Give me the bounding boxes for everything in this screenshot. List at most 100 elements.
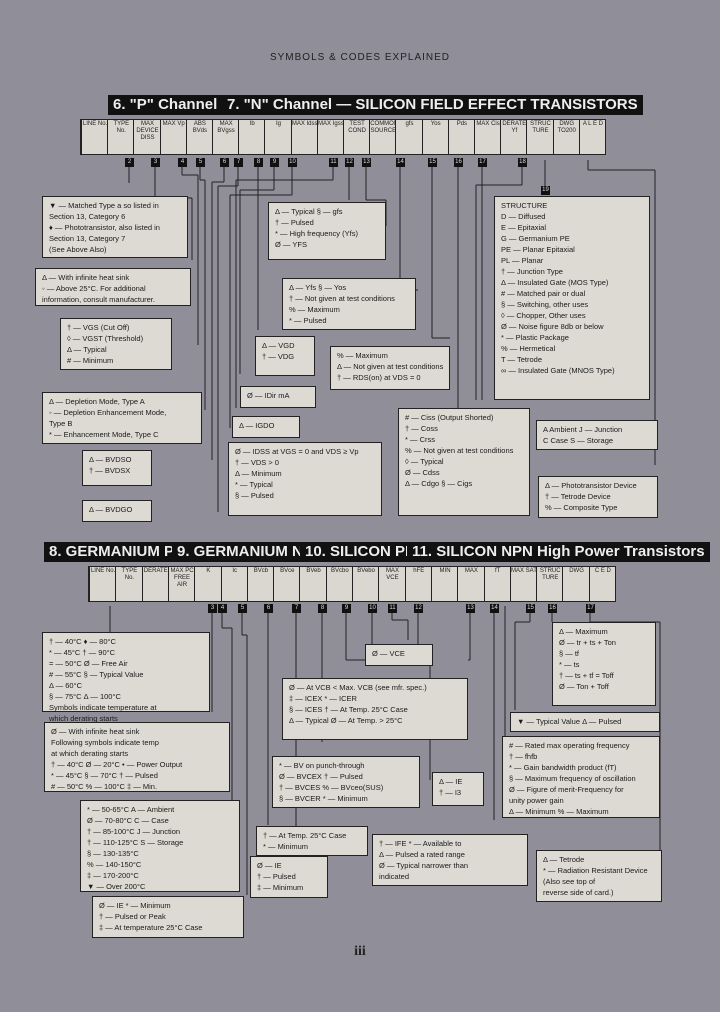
- column-header: MAX BVgss: [212, 120, 239, 154]
- note-line: † — VDG: [262, 352, 295, 361]
- col-number-badge: 19: [541, 186, 550, 195]
- note-line: † — Junction Type: [501, 267, 563, 276]
- note-line: Ø — With infinite heat sink: [51, 727, 140, 736]
- column-header: fT: [483, 567, 511, 601]
- note-line: # — 50°C % — 100°C ‡ — Min.: [51, 782, 158, 791]
- note-line: Δ — Phototransistor Device: [545, 481, 637, 490]
- note-box-icbo: Ø — At VCB < Max. VCB (see mfr. spec.)‡ …: [282, 678, 468, 740]
- note-box-vgs: † — VGS (Cut Off)◊ — VGST (Threshold)Δ —…: [60, 318, 172, 370]
- note-line: † — ts + tf = Toff: [559, 671, 614, 680]
- note-line: Δ — 60°C: [49, 681, 83, 690]
- note-line: Ø — Cdss: [405, 468, 440, 477]
- column-header: STRUC TURE: [526, 120, 553, 154]
- note-line: ‡ — Minimum: [257, 883, 304, 892]
- note-box-vce: Ø — VCE: [365, 644, 433, 666]
- note-line: ▼ — Over 200°C: [87, 882, 146, 891]
- note-line: % — Composite Type: [545, 503, 618, 512]
- note-line: † — At Temp. 25°C Case: [263, 831, 347, 840]
- note-box-ie-i3: Δ — IE† — I3: [432, 772, 484, 806]
- note-line: * — Enhancement Mode, Type C: [49, 430, 159, 439]
- note-box-temp-case: † — At Temp. 25°C Case* — Minimum: [256, 826, 368, 856]
- note-line: Ø — IDir mA: [247, 391, 290, 400]
- note-line: § — 130-135°C: [87, 849, 139, 858]
- note-line: % — Maximum: [289, 305, 340, 314]
- note-line: = — 50°C Ø — Free Air: [49, 659, 128, 668]
- note-box-derating-temp: † — 40°C ♦ — 80°C* — 45°C † — 90°C= — 50…: [42, 632, 210, 723]
- note-line: Ø — YFS: [275, 240, 307, 249]
- note-line: Ø — Noise figure 8db or below: [501, 322, 604, 331]
- column-header: MAX VCE: [378, 567, 405, 601]
- note-line: Ø — VCE: [372, 649, 405, 658]
- note-line: % — Not given at test conditions: [405, 446, 514, 455]
- column-header: DERATE Yf: [500, 120, 527, 154]
- col-number-badge: 14: [396, 158, 405, 167]
- note-line: § — tf: [559, 649, 580, 658]
- note-line: Following symbols indicate temp: [51, 738, 159, 747]
- note-line: * — 45°C † — 90°C: [49, 648, 116, 657]
- note-line: † — Coss: [405, 424, 438, 433]
- note-line: (Also see top of: [543, 877, 596, 886]
- note-line: A Ambient J — Junction: [543, 425, 623, 434]
- column-header: DWG TO200: [552, 120, 580, 154]
- note-line: ∞ — Insulated Gate (MNOS Type): [501, 366, 615, 375]
- note-box-heat-sink: Δ — With infinite heat sink◦ — Above 25°…: [35, 268, 191, 306]
- note-line: * — Gain bandwidth product (fT): [509, 763, 617, 772]
- column-header: Ib: [238, 120, 265, 154]
- note-line: † — VDS > 0: [235, 458, 279, 467]
- col-number-badge: 10: [368, 604, 377, 613]
- note-line: † — Pulsed or Peak: [99, 912, 166, 921]
- note-line: Δ — Typical § — gfs: [275, 207, 343, 216]
- note-line: † — VGS (Cut Off): [67, 323, 130, 332]
- note-line: ◊ — Chopper, Other uses: [501, 311, 586, 320]
- column-header: K: [194, 567, 221, 601]
- page-header: SYMBOLS & CODES EXPLAINED: [269, 52, 451, 63]
- col-number-badge: 5: [238, 604, 247, 613]
- note-line: Type B: [49, 419, 73, 428]
- note-line: Δ — Insulated Gate (MOS Type): [501, 278, 609, 287]
- note-line: † — BVCES % — BVceo(SUS): [279, 783, 384, 792]
- column-header: TYPE No.: [107, 120, 134, 154]
- note-line: * — High frequency (Yfs): [275, 229, 358, 238]
- note-line: Δ — Not given at test conditions: [337, 362, 444, 371]
- note-line: # — Ciss (Output Shorted): [405, 413, 494, 422]
- note-line: ◦ — Above 25°C. For additional: [42, 284, 146, 293]
- note-line: Ø — IDSS at VGS = 0 and VDS ≥ Vp: [235, 447, 359, 456]
- note-box-phototransistor: Δ — Phototransistor Device† — Tetrode De…: [538, 476, 658, 518]
- banner-silicon-npn-power: 11. SILICON NPN High Power Transistors: [407, 542, 710, 562]
- column-header: hFE: [404, 567, 432, 601]
- note-line: Section 13, Category 6: [49, 212, 126, 221]
- note-line: † — 40°C Ø — 20°C • — Power Output: [51, 760, 183, 769]
- column-header: gfs: [395, 120, 422, 154]
- note-line: Ø — At VCB < Max. VCB (see mfr. spec.): [289, 683, 427, 692]
- note-line: * — BV on punch-through: [279, 761, 365, 770]
- column-header: BVcb: [246, 567, 274, 601]
- col-number-badge: 5: [196, 158, 205, 167]
- note-box-gfs: Δ — Typical § — gfs† — Pulsed* — High fr…: [268, 202, 386, 260]
- note-line: STRUCTURE: [501, 201, 548, 210]
- note-line: Δ — Yfs § — Yos: [289, 283, 347, 292]
- note-line: § — BVCER * — Minimum: [279, 794, 368, 803]
- note-line: † — BVDSX: [89, 466, 131, 475]
- note-line: D — Diffused: [501, 212, 546, 221]
- note-line: † — 110-125°C S — Storage: [87, 838, 184, 847]
- note-line: § — Maximum frequency of oscillation: [509, 774, 636, 783]
- column-header: LINE No.: [89, 567, 116, 601]
- col-number-badge: 16: [454, 158, 463, 167]
- note-line: * — Plastic Package: [501, 333, 569, 342]
- note-box-idir: Ø — IDir mA: [240, 386, 316, 408]
- note-line: † — IFE * — Available to: [379, 839, 462, 848]
- note-line: * — Crss: [405, 435, 435, 444]
- note-line: Δ — IE: [439, 777, 463, 786]
- banner-germanium-npn: 9. GERMANIUM NPN: [172, 542, 329, 562]
- col-number-badge: 9: [270, 158, 279, 167]
- banner-germanium-pnp: 8. GERMANIUM PNP: [44, 542, 200, 562]
- note-line: reverse side of card.): [543, 888, 614, 897]
